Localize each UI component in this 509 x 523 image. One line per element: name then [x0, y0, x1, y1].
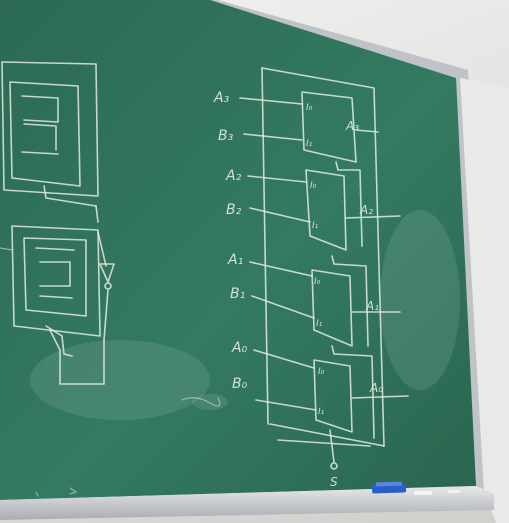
- input-label-b2: B₂: [226, 202, 242, 218]
- chalk-piece: [448, 490, 460, 493]
- chalk-piece: [414, 491, 432, 495]
- select-label: S: [330, 475, 338, 489]
- board-surface: [0, 0, 476, 500]
- output-label-0: A₀: [369, 381, 383, 395]
- output-label-1: A₁: [365, 299, 379, 313]
- left-upper-block: [1, 61, 99, 223]
- left-lower-block: [0, 225, 115, 385]
- blue-eraser: [371, 481, 407, 494]
- mux-block-0: I₀ I₁ A₀: [253, 345, 409, 439]
- input-label-a1: A₁: [227, 252, 243, 268]
- pin-label: I₁: [306, 139, 313, 149]
- output-label-2: A₂: [359, 203, 373, 217]
- pin-label: I₁: [316, 319, 323, 329]
- right-wall-panel: [460, 78, 509, 523]
- input-labels: A₃ B₃ A₂ B₂ A₁ B₁ A₀ B₀: [213, 90, 248, 392]
- input-label-b1: B₁: [230, 286, 245, 302]
- pin-label: I₁: [318, 407, 325, 417]
- output-label-3: A₃: [345, 119, 359, 133]
- input-label-a0: A₀: [231, 340, 248, 356]
- input-label-b3: B₃: [218, 128, 234, 144]
- pin-label: I₁: [312, 221, 319, 231]
- mux-block-3: I₀ I₁ A₃: [239, 91, 379, 163]
- input-label-a3: A₃: [213, 90, 230, 106]
- input-label-a2: A₂: [225, 168, 242, 184]
- select-line: S: [329, 429, 338, 489]
- chalk-tray: [0, 486, 494, 520]
- mux-block-2: I₀ I₁ A₂: [247, 161, 401, 251]
- pin-label: I₀: [310, 181, 317, 191]
- input-label-b0: B₀: [232, 376, 248, 392]
- pin-label: I₀: [306, 103, 313, 113]
- mux-block-1: I₀ I₁ A₁: [249, 255, 401, 347]
- pin-label: I₀: [318, 367, 325, 377]
- mux-array-frame: [261, 67, 385, 447]
- pin-label: I₀: [314, 277, 321, 287]
